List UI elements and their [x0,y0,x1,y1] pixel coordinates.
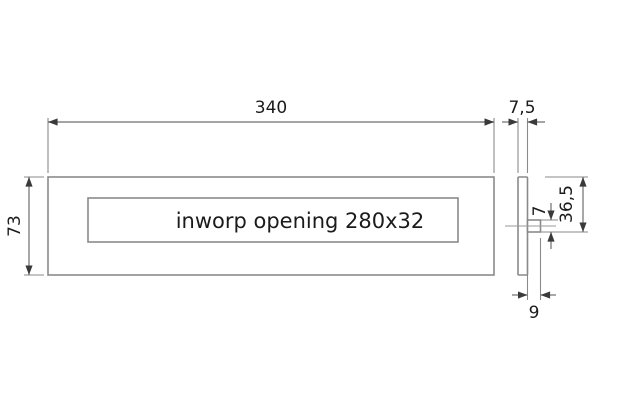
dimension-thickness-75: 7,5 [480,98,545,173]
dim-label-9: 9 [529,303,540,323]
opening-label: inworp opening 280x32 [176,209,425,233]
dimension-height-73: 73 [5,176,44,276]
dimension-width-340: 340 [47,98,495,173]
dim-label-7: 7 [530,206,550,217]
dim-label-75: 7,5 [508,98,535,118]
side-view [505,176,556,276]
dimension-tab-depth-9: 9 [512,238,556,323]
dim-label-365: 36,5 [557,185,577,223]
front-opening-outline [87,197,459,243]
dimension-tab-height-7: 7 [530,203,558,249]
dim-label-73: 73 [5,215,25,237]
dim-label-340: 340 [255,98,287,118]
front-view: inworp opening 280x32 [47,176,495,276]
dimension-center-height-365: 36,5 [545,176,588,233]
